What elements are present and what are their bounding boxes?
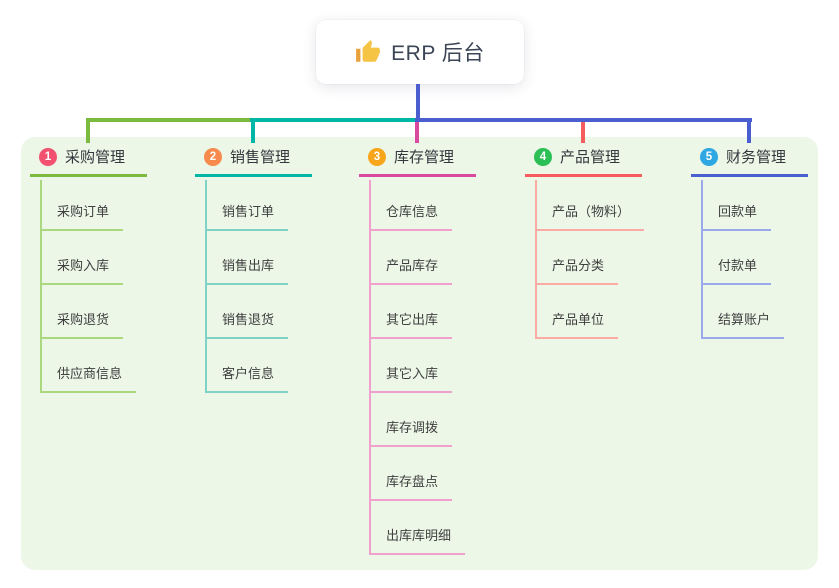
sub-topic-label: 产品（物料） [552,204,631,219]
branch-label: 库存管理 [394,149,455,166]
sub-topic-label: 结算账户 [718,312,771,327]
sub-topic-label: 销售出库 [222,258,275,273]
sub-topic-label: 产品单位 [552,312,605,327]
sub-topic-node[interactable]: 采购订单 [40,177,124,231]
sub-topic-node[interactable]: 销售出库 [205,231,289,285]
thumbs-up-icon [356,40,381,62]
branch-items: 采购订单采购入库采购退货供应商信息 [40,177,137,393]
connector-line [251,118,255,143]
sub-topic-node[interactable]: 出库库明细 [369,501,466,555]
sub-topic-node[interactable]: 仓库信息 [369,177,453,231]
branch-number-badge: 2 [204,147,222,166]
connector-line [747,118,751,143]
sub-topic-node[interactable]: 产品分类 [535,231,619,285]
connector-line [40,180,42,393]
sub-topic-label: 采购入库 [57,258,110,273]
connector-line [369,180,371,555]
branch-label: 采购管理 [65,149,126,166]
branch-label: 销售管理 [230,149,291,166]
sub-topic-node[interactable]: 其它入库 [369,339,453,393]
branch-number-badge: 1 [39,147,57,166]
sub-topic-node[interactable]: 客户信息 [205,339,289,393]
sub-topic-label: 库存调拨 [386,420,439,435]
sub-topic-node[interactable]: 库存盘点 [369,447,453,501]
sub-topic-label: 其它出库 [386,312,439,327]
root-title: ERP 后台 [391,42,485,65]
branch-label: 财务管理 [726,149,787,166]
branch-node-1[interactable]: 1 采购管理 [30,146,147,177]
sub-topic-label: 供应商信息 [57,366,123,381]
sub-topic-label: 回款单 [718,204,758,219]
sub-topic-node[interactable]: 产品库存 [369,231,453,285]
sub-topic-label: 其它入库 [386,366,439,381]
sub-topic-node[interactable]: 供应商信息 [40,339,137,393]
branch-number-badge: 5 [700,147,718,166]
sub-topic-label: 仓库信息 [386,204,439,219]
sub-topic-label: 产品分类 [552,258,605,273]
sub-topic-label: 销售订单 [222,204,275,219]
connector-line [701,180,703,339]
connector-line [581,122,585,143]
sub-topic-label: 采购订单 [57,204,110,219]
connector-line [205,180,207,393]
sub-topic-node[interactable]: 销售退货 [205,285,289,339]
sub-topic-label: 付款单 [718,258,758,273]
sub-topic-label: 库存盘点 [386,474,439,489]
sub-topic-node[interactable]: 产品（物料） [535,177,645,231]
sub-topic-node[interactable]: 回款单 [701,177,772,231]
connector-line [416,84,420,120]
branch-items: 销售订单销售出库销售退货客户信息 [205,177,289,393]
sub-topic-node[interactable]: 采购入库 [40,231,124,285]
sub-topic-label: 客户信息 [222,366,275,381]
connector-line [415,118,752,122]
branch-node-5[interactable]: 5 财务管理 [691,146,808,177]
connector-line [250,118,419,122]
sub-topic-label: 销售退货 [222,312,275,327]
root-node[interactable]: ERP 后台 [316,20,524,84]
branch-number-badge: 4 [534,147,552,166]
connector-line [415,122,419,143]
connector-line [535,180,537,339]
branches-panel [21,137,818,570]
branch-number-badge: 3 [368,147,386,166]
sub-topic-label: 采购退货 [57,312,110,327]
sub-topic-node[interactable]: 产品单位 [535,285,619,339]
sub-topic-node[interactable]: 其它出库 [369,285,453,339]
branch-node-4[interactable]: 4 产品管理 [525,146,642,177]
branch-items: 产品（物料） 产品分类产品单位 [535,177,645,339]
sub-topic-node[interactable]: 采购退货 [40,285,124,339]
connector-line [86,118,90,143]
branch-items: 回款单付款单结算账户 [701,177,785,339]
sub-topic-node[interactable]: 结算账户 [701,285,785,339]
sub-topic-node[interactable]: 销售订单 [205,177,289,231]
branch-items: 仓库信息产品库存其它出库其它入库库存调拨库存盘点出库库明细 [369,177,466,555]
branch-node-2[interactable]: 2 销售管理 [195,146,312,177]
branch-label: 产品管理 [560,149,621,166]
sub-topic-label: 产品库存 [386,258,439,273]
branch-node-3[interactable]: 3 库存管理 [359,146,476,177]
connector-line [86,118,254,122]
sub-topic-label: 出库库明细 [386,528,452,543]
sub-topic-node[interactable]: 库存调拨 [369,393,453,447]
sub-topic-node[interactable]: 付款单 [701,231,772,285]
